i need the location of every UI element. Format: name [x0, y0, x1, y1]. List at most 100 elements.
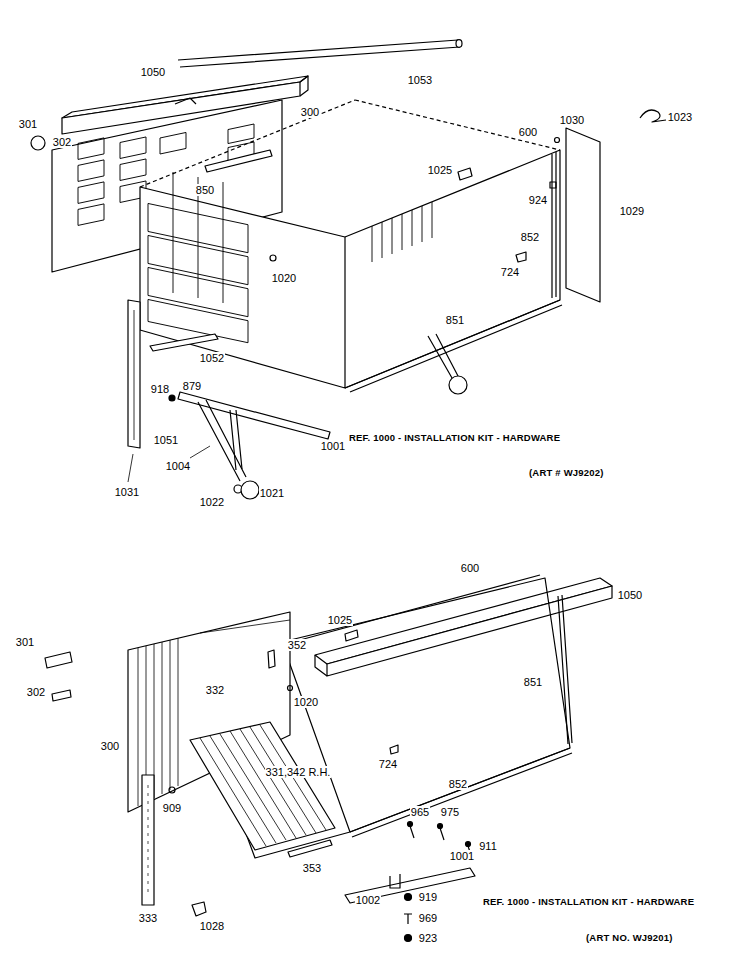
callout-number: 975	[440, 806, 460, 818]
note-text: (ART NO. WJ9201)	[585, 932, 674, 944]
callout-number: 301	[18, 118, 38, 130]
callout-number: 1050	[140, 66, 166, 78]
upper-assembly	[31, 40, 666, 499]
part-outline	[345, 150, 560, 388]
callout-number: 1028	[199, 920, 225, 932]
callout-number: 300	[300, 106, 320, 118]
callout-number: 850	[195, 184, 215, 196]
part-outline	[566, 128, 600, 302]
part-outline	[466, 842, 471, 847]
callout-number: 301	[15, 636, 35, 648]
part-outline	[190, 722, 335, 850]
part-outline	[128, 454, 133, 482]
part-outline	[128, 446, 210, 482]
callout-number: 1052	[199, 352, 225, 364]
part-outline	[190, 446, 210, 458]
callout-number: 1030	[559, 114, 585, 126]
part-outline	[350, 748, 572, 837]
part-outline	[140, 100, 355, 187]
part-outline	[148, 299, 248, 342]
part-outline	[516, 252, 526, 262]
callout-number: 600	[460, 562, 480, 574]
callout-number: 909	[162, 802, 182, 814]
note-text: REF. 1000 - INSTALLATION KIT - HARDWARE	[348, 432, 561, 444]
part-outline	[140, 187, 345, 388]
part-outline	[372, 202, 432, 262]
part-outline	[270, 255, 276, 261]
part-outline	[640, 110, 666, 122]
callout-number: 851	[523, 676, 543, 688]
part-outline	[390, 745, 398, 754]
part-outline	[200, 725, 326, 846]
callout-number: 1025	[427, 164, 453, 176]
part-outline	[128, 300, 140, 448]
callout-number: 1004	[165, 460, 191, 472]
part-outline	[160, 132, 186, 154]
part-outline	[428, 334, 458, 378]
callout-number: 851	[445, 314, 465, 326]
callout-number: 331,342 R.H.	[265, 766, 332, 778]
part-outline	[78, 160, 104, 182]
part-outline	[355, 100, 560, 150]
callout-number: 965	[410, 806, 430, 818]
part-outline	[408, 822, 413, 827]
callout-number: 879	[182, 380, 202, 392]
part-outline	[169, 395, 175, 401]
part-outline	[315, 578, 612, 664]
callout-number: 333	[138, 912, 158, 924]
callout-number: 1051	[153, 434, 179, 446]
part-outline	[142, 775, 154, 905]
part-outline	[78, 204, 104, 226]
part-outline	[230, 410, 242, 470]
part-outline	[405, 935, 412, 942]
callout-number: 302	[52, 136, 72, 148]
part-outline	[555, 138, 560, 143]
part-outline	[390, 874, 400, 888]
callout-number: 600	[518, 126, 538, 138]
callout-number: 969	[418, 912, 438, 924]
part-outline	[327, 586, 612, 676]
callout-number: 1053	[407, 74, 433, 86]
part-outline	[31, 136, 45, 150]
part-outline	[449, 376, 467, 394]
part-outline	[120, 137, 146, 159]
part-outline	[456, 40, 462, 48]
part-outline	[78, 138, 104, 160]
part-outline	[45, 652, 72, 668]
part-outline	[200, 620, 290, 633]
part-outline	[198, 400, 246, 481]
callout-number: 1020	[293, 696, 319, 708]
part-outline	[205, 150, 272, 172]
callout-number: 724	[500, 266, 520, 278]
callout-number: 1025	[327, 614, 353, 626]
lower-assembly	[45, 575, 612, 942]
part-outline	[52, 690, 71, 701]
part-outline	[550, 182, 556, 188]
part-outline	[282, 578, 570, 832]
part-outline	[300, 76, 308, 96]
callout-number: 1020	[271, 272, 297, 284]
callout-number: 918	[150, 383, 170, 395]
callout-number: 919	[418, 891, 438, 903]
callout-number: 1002	[355, 894, 381, 906]
callout-number: 1001	[320, 440, 346, 452]
part-outline	[558, 595, 572, 744]
part-outline	[288, 840, 332, 857]
part-outline	[78, 182, 104, 204]
callout-number: 1050	[617, 589, 643, 601]
callout-number: 353	[302, 862, 322, 874]
callout-number: 302	[26, 686, 46, 698]
part-outline	[200, 725, 326, 846]
callout-number: 300	[100, 740, 120, 752]
callout-number: 1022	[199, 496, 225, 508]
part-outline	[148, 785, 149, 895]
part-outline	[345, 630, 358, 641]
part-outline	[288, 686, 293, 691]
callout-number: 724	[378, 758, 398, 770]
part-outline	[315, 655, 327, 676]
part-outline	[148, 172, 432, 343]
part-outline	[175, 98, 196, 104]
callout-number: 1001	[449, 850, 475, 862]
part-outline	[120, 159, 146, 181]
